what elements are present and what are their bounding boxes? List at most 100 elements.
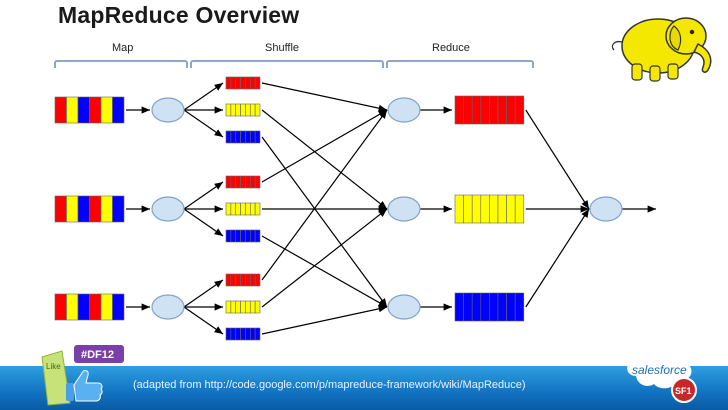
- shuffle-bar-2-yellow-cell-3: [235, 202, 241, 216]
- input-block-3-cell-3: [77, 293, 90, 321]
- footer-bar: [0, 366, 728, 410]
- shuffle-bar-1-blue-cell-6: [249, 130, 256, 144]
- shuffle-bar-3-yellow-cell-1: [225, 300, 232, 314]
- map-phase-bracket: [54, 60, 188, 68]
- shuffle-bar-3-red-cell-4: [240, 273, 246, 287]
- reduce-output-1-cell-4: [480, 95, 490, 125]
- input-block-1-cell-4: [89, 96, 102, 124]
- reduce-output-1-cell-5: [489, 95, 499, 125]
- input-block-3-cell-1: [54, 293, 67, 321]
- input-block-3-cell-4: [89, 293, 102, 321]
- shuffle-bar-1-blue-cell-4: [240, 130, 246, 144]
- shuffle-bar-2-blue-cell-3: [235, 229, 241, 243]
- shuffle-bar-3-yellow-cell-5: [245, 300, 251, 314]
- map-node-1: [151, 97, 185, 123]
- shuffle-bar-3-yellow-cell-2: [230, 300, 237, 314]
- shuffle-bar-2-yellow-cell-6: [249, 202, 256, 216]
- shuffle-bar-2-red-cell-2: [230, 175, 237, 189]
- input-block-2-cell-3: [77, 195, 90, 223]
- map-to-shuffle-arrow-2-1: [183, 181, 224, 210]
- output-to-final-arrow-1: [525, 109, 590, 210]
- reduce-output-2-cell-4: [480, 194, 490, 224]
- df12-badge: Like #DF12: [41, 345, 124, 406]
- shuffle-bar-1-yellow-cell-3: [235, 103, 241, 117]
- input-block-3-cell-5: [100, 293, 113, 321]
- reduce-output-3-cell-8: [514, 292, 525, 322]
- reduce-output-3-cell-2: [463, 292, 473, 322]
- shuffle-bar-2-blue-cell-2: [230, 229, 237, 243]
- map-node-3: [151, 294, 185, 320]
- shuffle-bar-3-red-cell-1: [225, 273, 232, 287]
- shuffle-bar-2-red-cell-1: [225, 175, 232, 189]
- input-block-2-cell-6: [112, 195, 125, 223]
- shuffle-bar-1-red-cell-5: [245, 76, 251, 90]
- shuffle-bar-1-yellow-cell-4: [240, 103, 246, 117]
- input-block-1-cell-5: [100, 96, 113, 124]
- reduce-output-2-cell-3: [471, 194, 482, 224]
- shuffle-bar-2-yellow-cell-4: [240, 202, 246, 216]
- input-block-1-cell-3: [77, 96, 90, 124]
- reduce-output-3-cell-5: [489, 292, 499, 322]
- stamp-text: SF1: [675, 386, 692, 396]
- shuffle-bar-1-red-cell-4: [240, 76, 246, 90]
- shuffle-bar-3-red-cell-7: [254, 273, 261, 287]
- shuffle-bar-3-blue-cell-6: [249, 327, 256, 341]
- reduce-output-2-cell-5: [489, 194, 499, 224]
- shuffle-bar-1-red-cell-7: [254, 76, 261, 90]
- input-block-3-cell-6: [112, 293, 125, 321]
- shuffle-to-reduce-arrow-3-blue: [261, 305, 388, 335]
- salesforce-wordmark: salesforce: [632, 363, 687, 377]
- shuffle-bar-2-blue-cell-7: [254, 229, 261, 243]
- phase-label-reduce: Reduce: [432, 42, 470, 54]
- reduce-output-2-cell-1: [454, 194, 464, 224]
- shuffle-bar-1-blue-cell-7: [254, 130, 261, 144]
- shuffle-bar-1-red-cell-1: [225, 76, 232, 90]
- phase-label-map: Map: [112, 42, 134, 54]
- reduce-output-1-cell-7: [506, 95, 516, 125]
- input-block-3-cell-2: [66, 293, 79, 321]
- phase-label-shuffle: Shuffle: [265, 42, 300, 54]
- reduce-output-3-cell-6: [497, 292, 507, 322]
- shuffle-bar-3-yellow-cell-4: [240, 300, 246, 314]
- shuffle-bar-1-blue-cell-5: [245, 130, 251, 144]
- shuffle-bar-1-blue-cell-1: [225, 130, 232, 144]
- hadoop-elephant-logo: [611, 17, 712, 82]
- output-to-final-arrow-3: [525, 208, 590, 308]
- input-block-2-cell-5: [100, 195, 113, 223]
- shuffle-to-reduce-arrow-1-yellow: [261, 109, 388, 210]
- shuffle-bar-1-red-cell-3: [235, 76, 241, 90]
- shuffle-bar-3-red-cell-6: [249, 273, 256, 287]
- shuffle-bar-1-yellow-cell-2: [230, 103, 237, 117]
- map-to-shuffle-arrow-3-3: [183, 306, 224, 335]
- shuffle-bar-2-yellow-cell-5: [245, 202, 251, 216]
- reduce-phase-bracket: [386, 60, 534, 68]
- shuffle-bar-3-yellow-cell-3: [235, 300, 241, 314]
- reduce-output-3-cell-3: [471, 292, 482, 322]
- map-to-shuffle-arrow-1-3: [183, 109, 224, 138]
- map-node-2: [151, 196, 185, 222]
- shuffle-bar-1-yellow-cell-6: [249, 103, 256, 117]
- reduce-output-2-cell-8: [514, 194, 525, 224]
- shuffle-bar-3-blue-cell-4: [240, 327, 246, 341]
- reduce-output-1-cell-6: [497, 95, 507, 125]
- shuffle-bar-2-red-cell-4: [240, 175, 246, 189]
- shuffle-bar-3-red-cell-2: [230, 273, 237, 287]
- source-caption: (adapted from http://code.google.com/p/m…: [133, 379, 526, 391]
- shuffle-bar-3-blue-cell-3: [235, 327, 241, 341]
- reduce-node-1: [387, 97, 421, 123]
- salesforce-cloud-logo: salesforce SF1: [627, 349, 697, 403]
- shuffle-bar-2-yellow-cell-2: [230, 202, 237, 216]
- badge-like-word: Like: [46, 362, 61, 371]
- reduce-output-2-cell-7: [506, 194, 516, 224]
- shuffle-bar-2-blue-cell-4: [240, 229, 246, 243]
- map-to-shuffle-arrow-1-1: [183, 82, 224, 111]
- shuffle-bar-3-red-cell-3: [235, 273, 241, 287]
- slide-title: MapReduce Overview: [58, 2, 300, 28]
- diagram-edges: [126, 82, 656, 335]
- input-block-1-cell-1: [54, 96, 67, 124]
- shuffle-bar-1-blue-cell-2: [230, 130, 237, 144]
- input-block-1-cell-6: [112, 96, 125, 124]
- reduce-output-2-cell-6: [497, 194, 507, 224]
- shuffle-bar-2-blue-cell-6: [249, 229, 256, 243]
